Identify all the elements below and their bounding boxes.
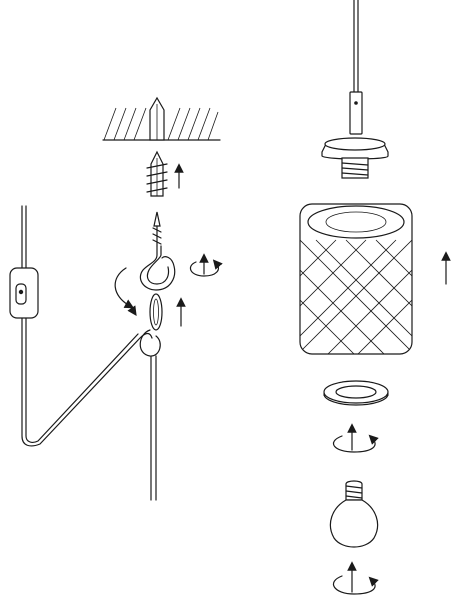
rotate-arrow: [332, 561, 379, 595]
shade-ring: [323, 380, 389, 406]
swag-loop: [139, 293, 163, 501]
inline-switch: [9, 267, 39, 319]
light-bulb: [329, 480, 379, 548]
rotate-arrow: [189, 253, 223, 277]
suspension-cable: [349, 0, 363, 135]
ceiling-hook: [139, 211, 176, 291]
ceiling: [102, 96, 221, 141]
power-cord: [21, 205, 153, 447]
rotate-arrow: [332, 423, 379, 453]
lamp-socket: [321, 137, 389, 179]
mesh-lamp-shade: [299, 203, 413, 355]
curved-arrow: [114, 267, 137, 316]
wall-plug: [146, 150, 168, 197]
